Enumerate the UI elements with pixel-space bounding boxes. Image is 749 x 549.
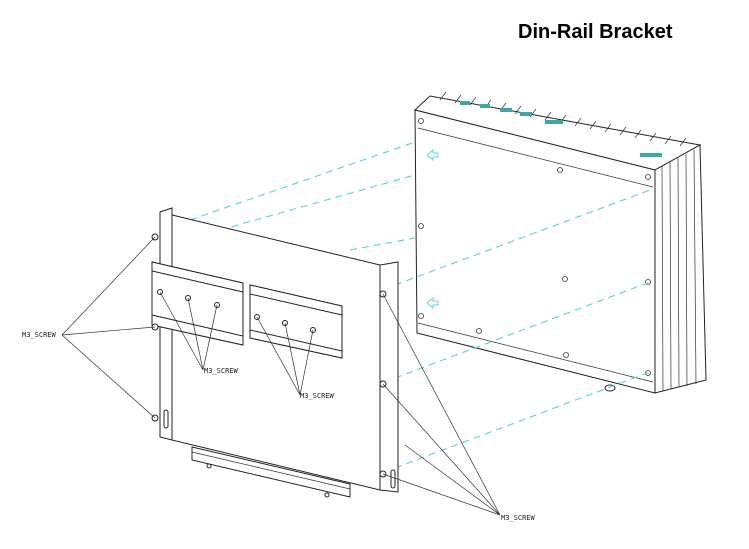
m3-screw-label-rail1: M3_SCREW [204,367,239,375]
m3-screw-label-right: M3_SCREW [501,514,536,522]
heatsink-fins-side [661,149,697,392]
embedded-pc-unit [413,91,707,394]
port-5 [545,120,563,124]
slot [390,469,396,489]
din-rail-1 [151,261,244,346]
port-4 [520,112,532,116]
m3-screw-label-rail2: M3_SCREW [300,392,335,400]
leader-lines [61,236,501,516]
m3-screw-label-left: M3_SCREW [22,331,57,339]
din-rail-2 [249,284,343,359]
arrow-left-icon [426,296,439,310]
port-6 [640,153,662,157]
din-rail-bracket [159,207,399,498]
arrow-left-icon [426,148,439,162]
slot [163,409,169,429]
device-screw-holes [418,118,651,376]
port-1 [460,101,470,105]
alignment-lines [189,141,651,469]
port-2 [480,104,490,108]
page-title: Din-Rail Bracket [518,21,673,43]
port-3 [500,108,512,112]
